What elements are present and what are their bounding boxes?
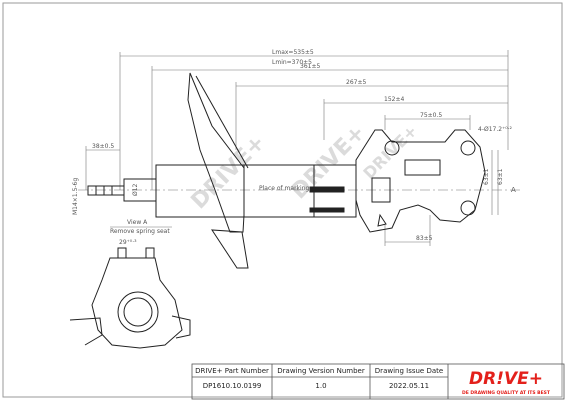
strut-outline xyxy=(87,72,486,269)
threaded-rod xyxy=(87,185,125,196)
view-a-detail xyxy=(69,247,191,349)
watermark-text-3: DRIVE+ xyxy=(359,121,421,183)
dim-rod-diameter: Ø12 xyxy=(132,183,139,196)
value-part-number: DP1610.10.0199 xyxy=(203,382,262,390)
mount-hole-upper-right xyxy=(460,140,476,156)
sheet-frame xyxy=(2,2,563,398)
dim-lmax: Lmax=535±5 xyxy=(272,49,314,56)
mount-hole-lower-right xyxy=(460,200,476,216)
dim-152: 152±4 xyxy=(384,96,404,103)
dim-thread: M14×1.5-6g xyxy=(72,178,79,215)
dim-361: 361±5 xyxy=(300,63,320,70)
mount-hole-upper-left xyxy=(384,140,400,156)
note-remove-spring-seat: Remove spring seat xyxy=(110,228,170,235)
dim-63-second: 63±1 xyxy=(483,168,490,185)
header-issue-date: Drawing Issue Date xyxy=(375,367,443,375)
knuckle-bracket xyxy=(355,129,486,233)
brand-logo: DR!VE+ xyxy=(469,369,543,389)
note-view-a: View A xyxy=(127,219,148,226)
value-drawing-version: 1.0 xyxy=(315,382,326,390)
dim-38: 38±0.5 xyxy=(92,143,114,150)
note-place-of-marking: Place of marking xyxy=(259,185,309,192)
dim-lmin: Lmin=370±5 xyxy=(272,59,312,66)
dim-83: 83±5 xyxy=(416,235,433,242)
value-issue-date: 2022.05.11 xyxy=(389,382,429,390)
header-drawing-version: Drawing Version Number xyxy=(277,367,365,375)
title-block: DRIVE+ Part Number Drawing Version Numbe… xyxy=(191,363,565,400)
dim-63: 63±1 xyxy=(497,168,504,185)
dim-267: 267±5 xyxy=(346,79,366,86)
dim-75: 75±0.5 xyxy=(420,112,442,119)
brand-tagline: DE DRAWING QUALITY AT ITS BEST xyxy=(462,390,551,396)
dim-29: 29⁺⁰·³ xyxy=(119,239,137,246)
dim-hole: 4-Ø17.2⁺⁰·² xyxy=(478,126,513,133)
watermark-text-1: DRIVE+ xyxy=(187,130,271,214)
view-arrow-label: A xyxy=(511,186,516,194)
header-part-number: DRIVE+ Part Number xyxy=(195,367,269,375)
bracket-clamp xyxy=(371,177,391,203)
view-a-bore xyxy=(117,291,159,333)
dimension-lines xyxy=(78,50,520,246)
